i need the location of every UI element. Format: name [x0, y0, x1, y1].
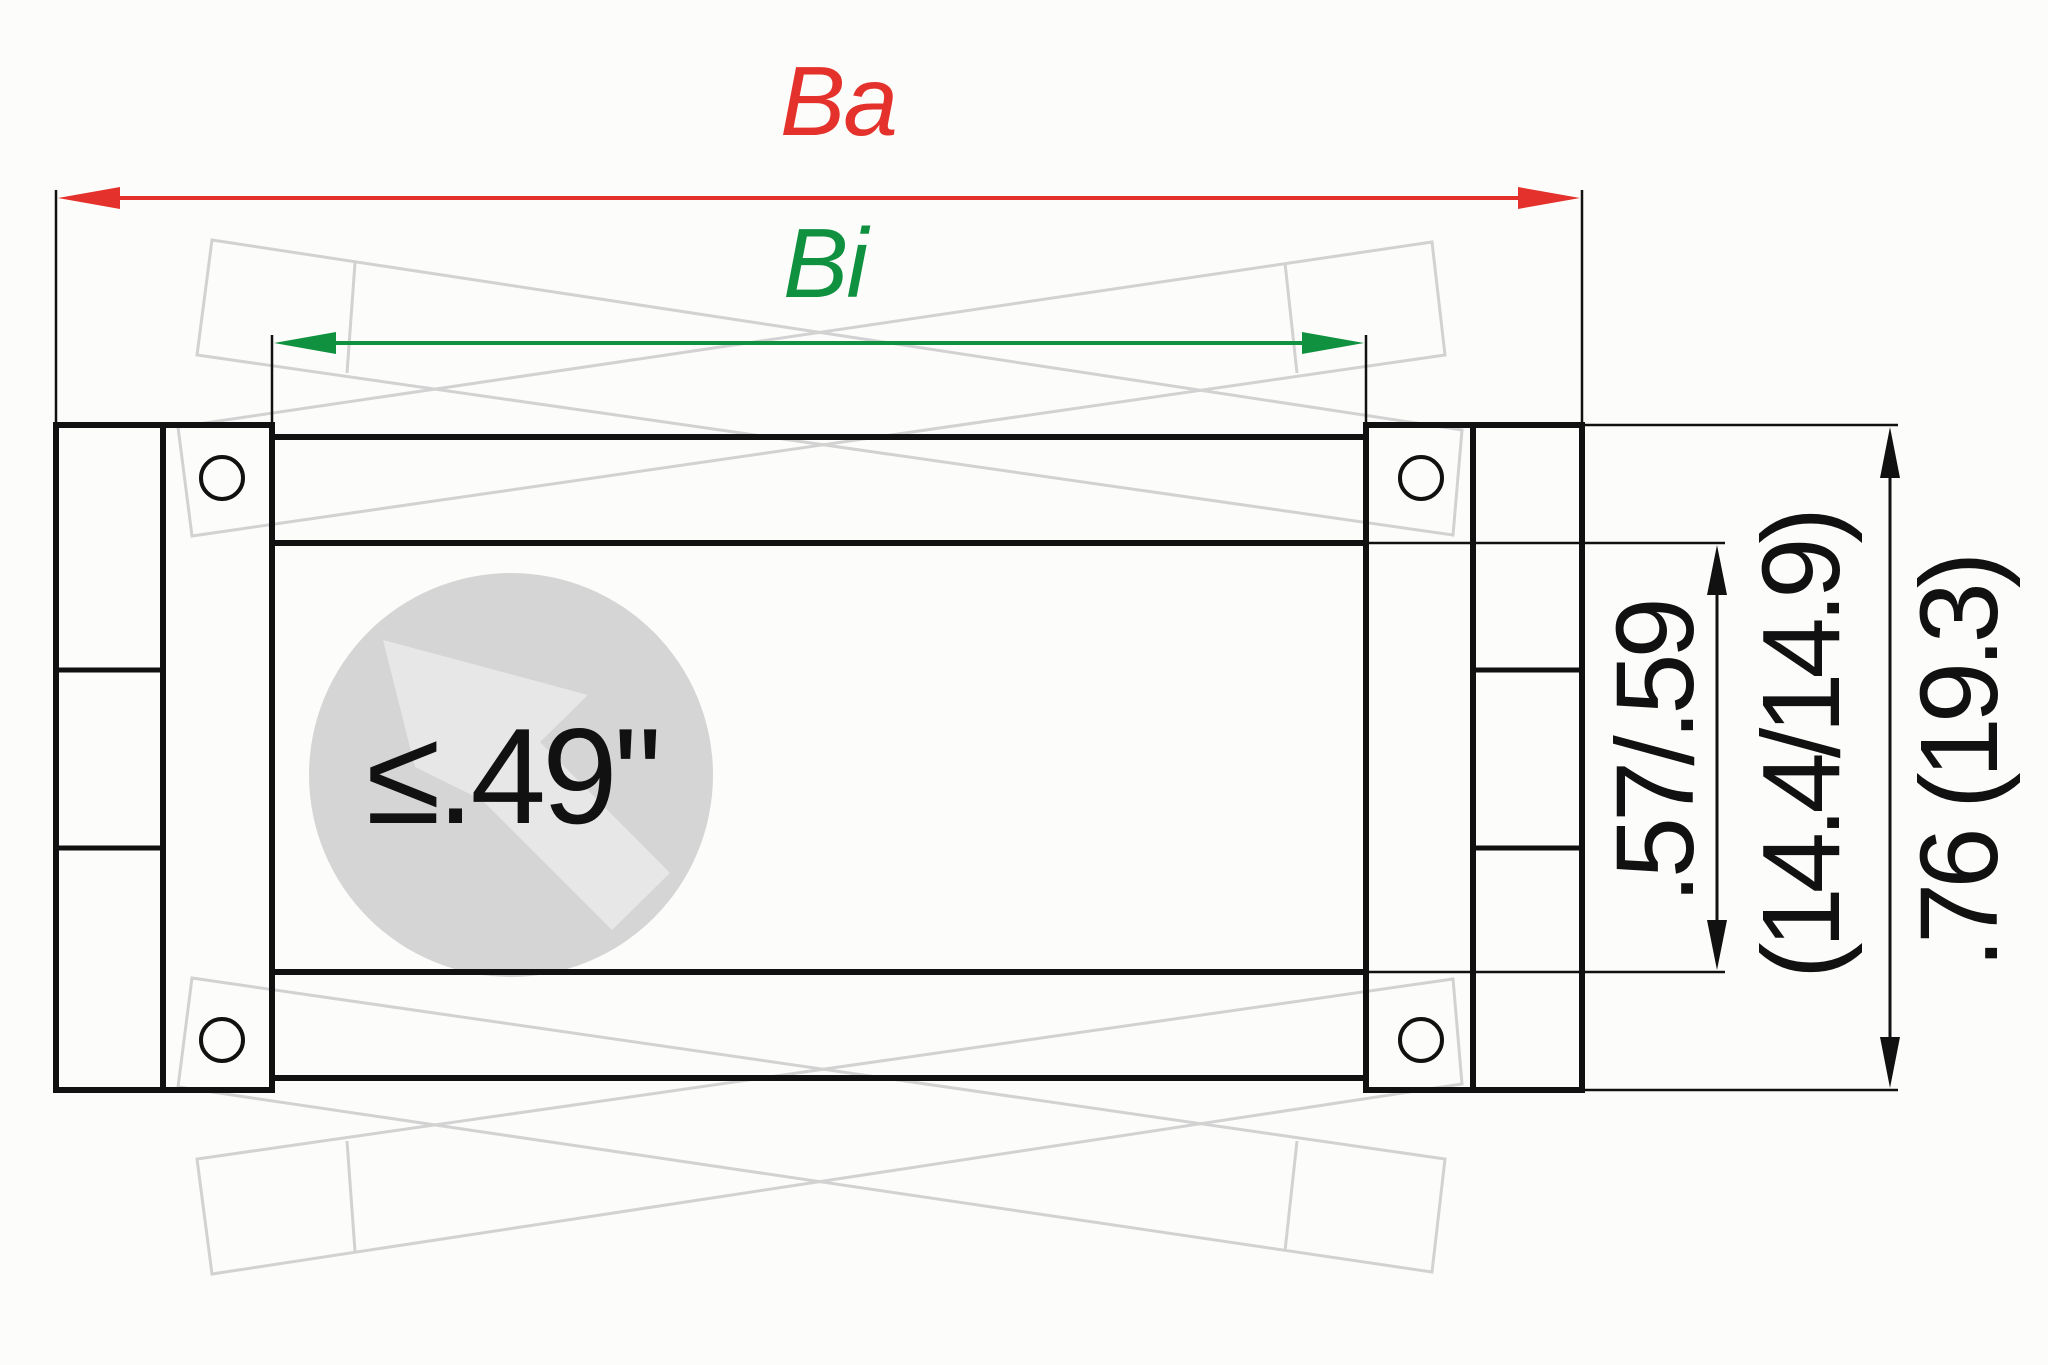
max-diameter-badge	[309, 573, 713, 977]
max-diameter-label: ≤.49"	[366, 700, 662, 852]
bottom-crossbar	[269, 969, 1369, 1081]
ghost-crossbars-top	[176, 238, 1464, 538]
outer-height-dimension	[1880, 427, 1900, 1088]
arrowhead-left-icon	[274, 332, 336, 354]
pivot-hole-icon	[1398, 1017, 1444, 1063]
inner-width-dimension	[274, 332, 1364, 354]
ghost-crossbars-bottom	[176, 976, 1464, 1276]
extension-lines	[54, 190, 1898, 1092]
inner-height-metric-label: (14.4/14.9)	[1740, 512, 1863, 980]
arrowhead-left-icon	[58, 187, 120, 209]
ghost-bar-b	[176, 240, 1447, 538]
inner-height-dimension	[1707, 545, 1727, 970]
ghost-bar-a	[195, 238, 1464, 537]
pivot-hole-icon	[1398, 455, 1444, 501]
arrowhead-up-icon	[1707, 545, 1727, 595]
outer-width-dimension	[58, 187, 1580, 209]
ghost-bar-c	[195, 977, 1464, 1276]
top-crossbar	[269, 434, 1369, 546]
outer-height-label: .76 (19.3)	[1898, 557, 2021, 969]
arrowhead-down-icon	[1707, 920, 1727, 970]
ghost-bar-d	[176, 976, 1447, 1274]
badge-arrow-icon	[383, 640, 670, 930]
inner-width-label: Bi	[783, 208, 868, 318]
link-outline	[53, 422, 1585, 1093]
arrowhead-down-icon	[1880, 1037, 1900, 1088]
outer-width-label: Ba	[780, 46, 898, 156]
arrowhead-up-icon	[1880, 427, 1900, 478]
arrowhead-right-icon	[1518, 187, 1580, 209]
arrowhead-right-icon	[1302, 332, 1364, 354]
pivot-hole-icon	[199, 1017, 245, 1063]
inner-height-label: .57/.59	[1594, 602, 1717, 904]
pivot-hole-icon	[199, 455, 245, 501]
